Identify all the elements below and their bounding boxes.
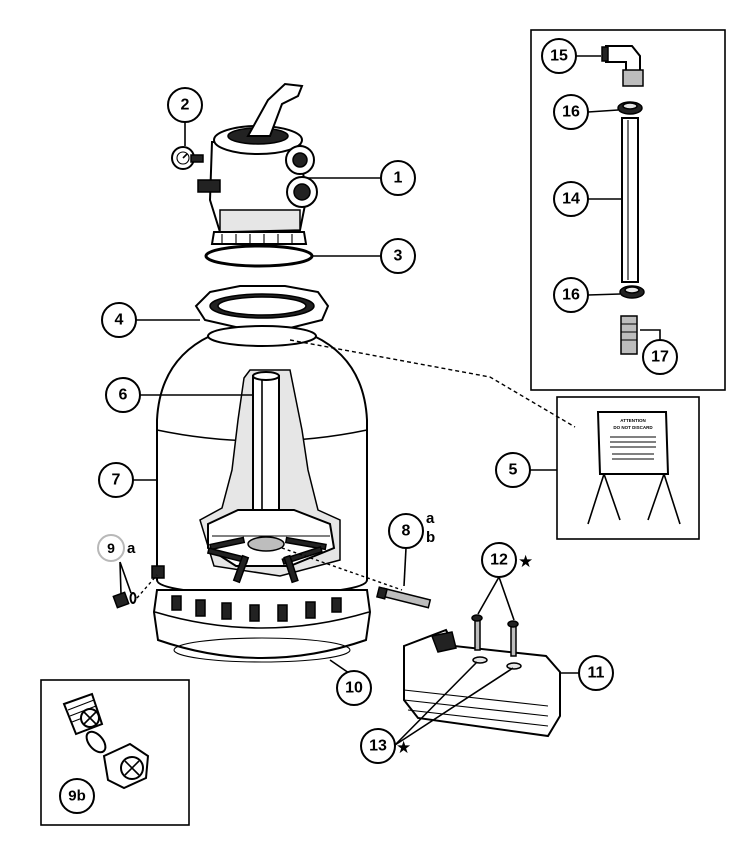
callout-7: 7: [98, 462, 134, 498]
stand-screws: [471, 614, 519, 657]
svg-text:10: 10: [345, 680, 363, 697]
pipe-kit-inset-box: [530, 29, 726, 391]
svg-text:13: 13: [369, 738, 387, 755]
callout-14: 14: [553, 181, 589, 217]
svg-text:11: 11: [588, 665, 605, 682]
svg-text:16: 16: [562, 287, 580, 304]
callout-5: 5: [495, 452, 531, 488]
callout-9b: 9b: [59, 778, 95, 814]
pipe-adapter: [620, 315, 638, 355]
pipe-nut-bottom: [619, 285, 645, 299]
callout-12: 12: [481, 542, 517, 578]
callout-15: 15: [541, 38, 577, 74]
svg-text:14: 14: [562, 191, 580, 208]
callout-16-bottom: 16: [553, 277, 589, 313]
callout-17: 17: [642, 339, 678, 375]
svg-text:17: 17: [651, 349, 669, 366]
svg-text:9b: 9b: [68, 788, 86, 805]
closure-ring: [194, 285, 330, 329]
callout-1: 1: [380, 160, 416, 196]
svg-text:12: 12: [490, 552, 508, 569]
callout-2: 2: [167, 87, 203, 123]
air-relief-pipe: [376, 586, 432, 609]
star-12: ★: [518, 552, 533, 572]
sign-title: ATTENTION: [620, 418, 645, 423]
suffix-9a: a: [127, 540, 136, 557]
svg-text:2: 2: [181, 97, 190, 114]
callout-8: 8: [388, 513, 424, 549]
pressure-gauge: [171, 146, 204, 170]
filter-stand: [403, 628, 561, 738]
callout-9: 9: [97, 534, 125, 562]
svg-text:4: 4: [115, 312, 124, 329]
sign-subtitle: DO NOT DISCARD: [613, 425, 653, 430]
callout-6: 6: [105, 377, 141, 413]
elbow-fitting: [601, 45, 644, 87]
multiport-valve: [197, 82, 318, 245]
svg-text:3: 3: [394, 248, 403, 265]
filter-base: [152, 589, 372, 663]
drain-plug-parts: [112, 565, 165, 609]
suffix-8a: a: [426, 510, 435, 527]
svg-text:8: 8: [402, 523, 411, 540]
drain-kit-inset-box: [40, 679, 190, 826]
svg-text:16: 16: [562, 104, 580, 121]
callout-10: 10: [336, 670, 372, 706]
svg-text:7: 7: [112, 472, 121, 489]
valve-o-ring: [204, 244, 314, 268]
svg-text:15: 15: [550, 48, 568, 65]
svg-text:5: 5: [509, 462, 518, 479]
callout-4: 4: [101, 302, 137, 338]
svg-text:9: 9: [107, 540, 115, 556]
star-13: ★: [396, 738, 411, 758]
sign-inset-box: [556, 396, 700, 540]
callout-13: 13: [360, 728, 396, 764]
svg-text:6: 6: [119, 387, 128, 404]
caution-sign: ATTENTION DO NOT DISCARD: [587, 411, 681, 525]
callout-11: 11: [578, 655, 614, 691]
standpipe-assembly: [206, 371, 336, 584]
suffix-8b: b: [426, 529, 435, 546]
drain-kit-parts: [62, 692, 150, 790]
leader-lines: [119, 55, 661, 746]
callout-16-top: 16: [553, 94, 589, 130]
pipe-nut-top: [617, 101, 643, 115]
svg-text:1: 1: [394, 170, 403, 187]
callout-3: 3: [380, 238, 416, 274]
vertical-pipe: [621, 117, 639, 283]
